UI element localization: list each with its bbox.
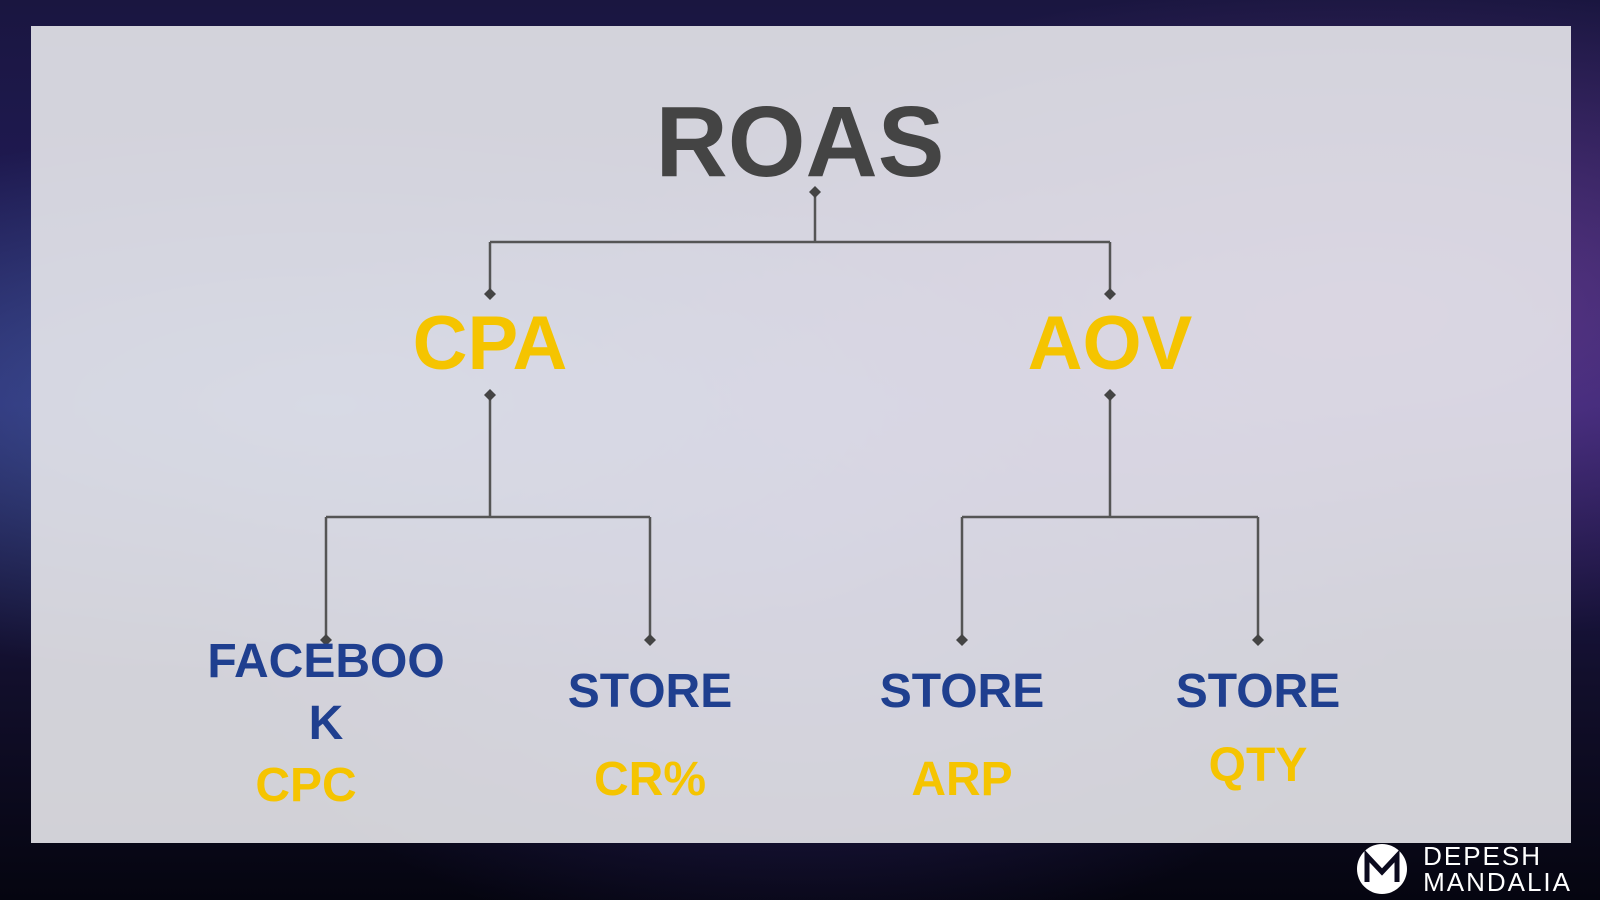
cpa-connector [324,395,652,640]
branch-aov-label: AOV [1027,301,1193,386]
leaf-qty-label: QTY [1208,739,1308,792]
diamond-leaf-1 [320,634,332,646]
brand-name-line1: DEPESH [1423,841,1542,871]
diamond-leaf-4 [1252,634,1264,646]
brand-name-line2: MANDALIA [1423,867,1572,897]
brand-name: DEPESH MANDALIA [1423,843,1572,895]
brand-mark-icon [1357,844,1408,894]
branch-cpa-label: CPA [412,301,568,386]
diamond-leaf-3 [956,634,968,646]
leaf-facebook-label-wrap: K [308,697,344,750]
diamond-aov-top [1104,288,1116,300]
leaf-store-qty-label: STORE [1175,665,1341,718]
leaf-cr-percent-label: CR% [593,753,706,806]
leaf-store-cr-label: STORE [567,665,733,718]
leaf-facebook-label: FACEBOO [207,635,445,688]
diamond-aov-bottom [1104,389,1116,401]
root-connector [488,193,1112,294]
aov-connector [960,395,1260,640]
brand-logo: DEPESH MANDALIA [1355,842,1572,896]
diamond-leaf-2 [644,634,656,646]
leaf-cpc-label: CPC [255,759,357,812]
diamond-root [809,186,821,198]
diagram-panel [31,26,1571,843]
diamond-cpa-bottom [484,389,496,401]
leaf-arp-label: ARP [911,753,1013,806]
diamond-cpa-top [484,288,496,300]
root-node-label: ROAS [655,86,945,198]
leaf-store-arp-label: STORE [879,665,1045,718]
